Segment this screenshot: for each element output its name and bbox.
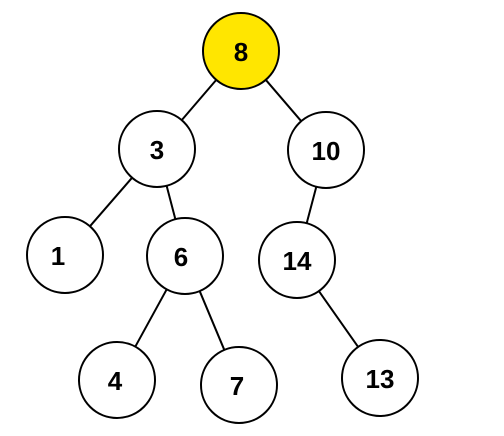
tree-node-1: 1 bbox=[26, 216, 104, 294]
node-circle bbox=[146, 217, 224, 295]
tree-edge-6-7 bbox=[198, 290, 226, 351]
node-circle bbox=[258, 221, 336, 299]
tree-edge-8-3 bbox=[180, 79, 218, 121]
tree-node-13: 13 bbox=[341, 339, 419, 417]
node-circle bbox=[202, 12, 280, 90]
tree-node-3: 3 bbox=[118, 110, 196, 188]
tree-edge-6-4 bbox=[134, 288, 168, 348]
tree-node-14: 14 bbox=[258, 221, 336, 299]
node-circle bbox=[118, 110, 196, 188]
node-circle bbox=[78, 341, 156, 419]
node-label: 8 bbox=[234, 37, 248, 67]
node-label: 7 bbox=[230, 371, 244, 401]
node-circle bbox=[287, 111, 365, 189]
node-circle bbox=[26, 216, 104, 294]
node-label: 1 bbox=[51, 241, 65, 271]
node-label: 3 bbox=[150, 135, 164, 165]
node-label: 4 bbox=[108, 366, 123, 396]
tree-edge-3-1 bbox=[89, 177, 133, 227]
node-label: 14 bbox=[283, 246, 312, 276]
node-label: 10 bbox=[312, 136, 341, 166]
tree-node-10: 10 bbox=[287, 111, 365, 189]
tree-node-4: 4 bbox=[78, 341, 156, 419]
tree-edge-10-14 bbox=[305, 186, 318, 224]
tree-node-6: 6 bbox=[146, 217, 224, 295]
node-label: 13 bbox=[366, 364, 395, 394]
tree-edges bbox=[89, 79, 359, 351]
tree-node-7: 7 bbox=[200, 346, 278, 424]
tree-edge-3-6 bbox=[165, 185, 177, 220]
tree-edge-14-13 bbox=[318, 290, 359, 348]
node-label: 6 bbox=[174, 242, 188, 272]
node-circle bbox=[341, 339, 419, 417]
tree-node-8: 8 bbox=[202, 12, 280, 90]
node-circle bbox=[200, 346, 278, 424]
tree-edge-8-10 bbox=[264, 79, 303, 122]
